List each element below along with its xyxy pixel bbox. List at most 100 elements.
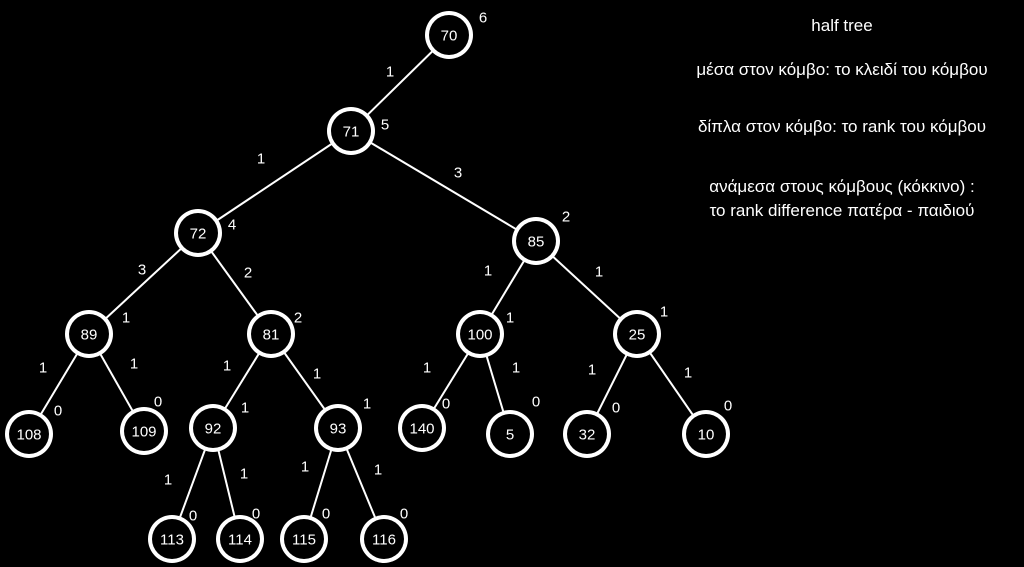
node-key: 81 <box>263 327 280 344</box>
node-key: 140 <box>409 421 434 438</box>
rank-difference-label: 1 <box>39 360 47 377</box>
node-body <box>364 519 404 559</box>
tree-node: 81 <box>247 310 295 358</box>
edges-layer <box>28 34 707 540</box>
edge-71-72 <box>197 130 352 234</box>
node-body <box>220 519 260 559</box>
node-key: 93 <box>330 421 347 438</box>
tree-node: 92 <box>189 404 237 452</box>
node-key: 5 <box>506 427 514 444</box>
edge-71-85 <box>350 130 537 242</box>
node-body <box>460 314 500 354</box>
node-key: 108 <box>16 427 41 444</box>
node-rank: 1 <box>363 396 371 413</box>
tree-node: 5 <box>486 410 534 458</box>
node-body <box>567 414 607 454</box>
legend-key-explanation: μέσα στον κόμβο: το κλειδί του κόμβου <box>696 60 988 79</box>
node-body <box>193 408 233 448</box>
node-key: 32 <box>579 427 596 444</box>
rank-difference-label: 1 <box>386 64 394 81</box>
node-key: 114 <box>228 532 252 549</box>
tree-node: 85 <box>512 217 560 265</box>
node-body <box>284 519 324 559</box>
tree-node: 71 <box>327 107 375 155</box>
node-body <box>490 414 530 454</box>
node-body <box>69 314 109 354</box>
rank-difference-label: 2 <box>244 265 252 282</box>
edge-72-89 <box>88 232 199 335</box>
rank-difference-label: 1 <box>223 358 231 375</box>
node-key: 10 <box>698 427 715 444</box>
tree-node: 10 <box>682 410 730 458</box>
rank-difference-label: 1 <box>512 360 520 377</box>
rank-difference-label: 1 <box>684 365 692 382</box>
node-rank: 0 <box>400 506 408 523</box>
node-key: 116 <box>372 532 396 549</box>
tree-node: 115 <box>280 515 328 563</box>
tree-node: 113 <box>148 515 196 563</box>
node-rank: 0 <box>532 394 540 411</box>
tree-node: 109 <box>120 407 168 455</box>
legend-difference-explanation: ανάμεσα στους κόμβους (κόκκινο) : <box>709 177 975 196</box>
rank-difference-label: 3 <box>138 262 146 279</box>
node-rank: 2 <box>562 209 570 226</box>
node-rank: 1 <box>241 400 249 417</box>
node-body <box>9 414 49 454</box>
node-rank: 6 <box>479 10 487 27</box>
legend-title: half tree <box>811 16 873 35</box>
node-key: 92 <box>205 421 222 438</box>
rank-difference-label: 1 <box>164 472 172 489</box>
node-body <box>178 213 218 253</box>
rank-difference-label: 1 <box>240 466 248 483</box>
node-rank: 0 <box>612 400 620 417</box>
node-body <box>402 408 442 448</box>
tree-node: 89 <box>65 310 113 358</box>
node-key: 109 <box>131 424 156 441</box>
node-rank: 0 <box>189 508 197 525</box>
rank-difference-label: 1 <box>301 459 309 476</box>
node-body <box>251 314 291 354</box>
node-body <box>617 314 657 354</box>
node-rank: 4 <box>228 217 236 234</box>
node-key: 72 <box>190 226 207 243</box>
tree-node: 140 <box>398 404 446 452</box>
node-rank: 1 <box>122 310 130 327</box>
node-rank: 0 <box>322 506 330 523</box>
node-key: 100 <box>467 327 492 344</box>
node-body <box>318 408 358 448</box>
node-key: 25 <box>629 327 646 344</box>
node-rank: 1 <box>660 304 668 321</box>
tree-node: 32 <box>563 410 611 458</box>
node-rank: 1 <box>506 310 514 327</box>
legend: half tree μέσα στον κόμβο: το κλειδί του… <box>664 14 1020 223</box>
tree-node: 108 <box>5 410 53 458</box>
node-rank: 0 <box>442 396 450 413</box>
node-rank: 0 <box>252 506 260 523</box>
node-rank: 0 <box>724 398 732 415</box>
node-key: 89 <box>81 327 98 344</box>
node-key: 113 <box>160 532 184 549</box>
node-rank: 0 <box>54 403 62 420</box>
node-key: 70 <box>441 28 458 45</box>
node-key: 71 <box>343 124 360 141</box>
rank-difference-label: 1 <box>257 151 265 168</box>
rank-difference-label: 3 <box>454 165 462 182</box>
tree-node: 25 <box>613 310 661 358</box>
node-key: 115 <box>292 532 316 549</box>
node-rank: 0 <box>154 394 162 411</box>
tree-node: 72 <box>174 209 222 257</box>
node-body <box>429 15 469 55</box>
legend-difference-explanation-2: το rank difference πατέρα - παιδιού <box>709 201 975 220</box>
tree-node: 70 <box>425 11 473 59</box>
node-key: 85 <box>528 234 545 251</box>
rank-difference-label: 1 <box>130 356 138 373</box>
node-rank: 5 <box>381 117 389 134</box>
rank-difference-label: 1 <box>374 462 382 479</box>
legend-rank-explanation: δίπλα στον κόμβο: το rank του κόμβου <box>697 117 987 136</box>
rank-difference-label: 1 <box>484 263 492 280</box>
node-body <box>124 411 164 451</box>
